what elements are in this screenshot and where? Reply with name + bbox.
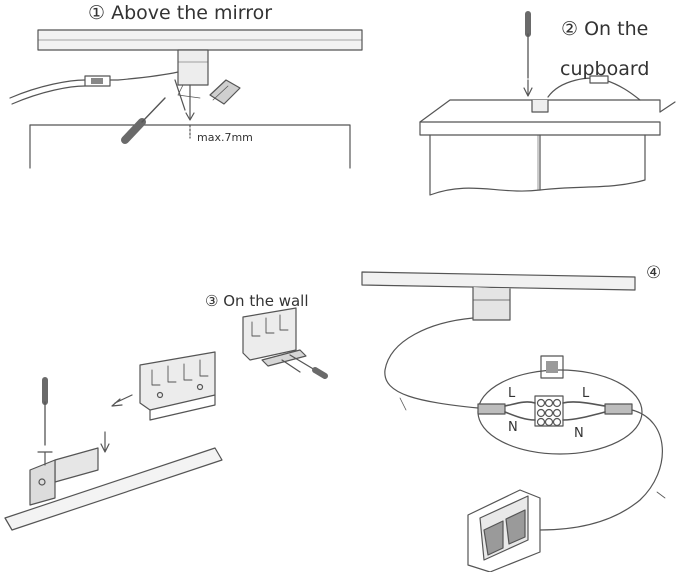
wire-1b [11, 85, 86, 105]
panel-wiring [361, 271, 666, 572]
step-2-label: ② On the [561, 18, 648, 40]
terminal-screw-3 [552, 398, 562, 408]
max-depth-note: max.7mm [197, 131, 253, 144]
box-icon-outer [540, 355, 564, 379]
step-4-number: ④ [646, 263, 662, 283]
arrow-3b [111, 394, 133, 407]
wire-n-right [562, 411, 606, 421]
wire-label-n-right: N [574, 426, 584, 441]
box-icon-inner [546, 361, 558, 373]
step-2-number: ② [561, 18, 579, 40]
terminal-block [534, 395, 564, 427]
cupboard-top-edge [419, 121, 661, 136]
step-1-text: Above the mirror [111, 2, 273, 24]
bracket-1 [177, 49, 209, 86]
step-3-number: ③ [205, 292, 219, 310]
plate-hole-1 [156, 391, 164, 399]
terminal-screw-2 [544, 398, 554, 408]
cabinet-body [429, 134, 646, 196]
wall-plate-1-lip [149, 394, 216, 421]
cable-right [604, 403, 633, 415]
terminal-screw-4 [536, 408, 546, 418]
cupboard-side [659, 101, 676, 113]
terminal-screw-6 [552, 408, 562, 418]
wall-plate-2 [242, 307, 297, 361]
cupboard-top-back [419, 99, 661, 123]
step-3-label: ③ On the wall [205, 292, 309, 310]
screwdriver-3b-shaft [289, 354, 316, 371]
connector-1-core [91, 78, 103, 84]
light-bar-3-end [4, 517, 13, 531]
clip-piece-line [212, 85, 229, 101]
wire-4-left [384, 317, 479, 409]
switch-rocker-left [483, 520, 504, 556]
step-2-text-line2: cupboard [560, 58, 650, 80]
wire-label-l-right: L [582, 386, 590, 401]
arrow-1b-head [185, 112, 195, 121]
panel-above-mirror [9, 29, 363, 169]
wire-4-right [539, 409, 663, 531]
panel-on-cupboard [419, 11, 676, 196]
cable-left [477, 403, 506, 415]
light-bar-4-edge [361, 284, 636, 291]
wall-plate-1 [139, 351, 216, 411]
arrow-3 [100, 431, 110, 453]
connector-2 [589, 75, 609, 84]
terminal-screw-7 [536, 417, 546, 427]
bracket-3 [54, 447, 99, 483]
wire-label-l-left: L [508, 386, 516, 401]
clip-piece [209, 79, 241, 105]
wall-plate-2-slots [251, 314, 289, 337]
screwdriver-1-shaft [141, 97, 166, 123]
switch-rocker-right [505, 509, 526, 545]
terminal-screw-9 [552, 417, 562, 427]
wire-tick-2 [656, 491, 666, 499]
screw-3 [37, 451, 53, 466]
plate-hole-2 [196, 383, 204, 391]
arrow-3c [281, 359, 301, 373]
arrow-1a [174, 79, 186, 111]
wire-l-right [562, 401, 606, 407]
screwdriver-1-handle [121, 118, 146, 144]
arrow-2-head [523, 87, 533, 97]
bracket-1-clip [177, 84, 201, 99]
step-3-text: On the wall [223, 292, 309, 310]
screw-hole-1 [38, 478, 46, 486]
wire-n-left [504, 411, 536, 421]
step-1-label: ① Above the mirror [88, 2, 272, 24]
bracket-2 [531, 99, 549, 113]
wall-plate-1-slots [151, 359, 209, 386]
terminal-screw-5 [544, 408, 554, 418]
terminal-screw-8 [544, 417, 554, 427]
screwdriver-3b-handle [312, 367, 328, 379]
cupboard-top-front [419, 121, 661, 136]
wire-label-n-left: N [508, 420, 518, 435]
panel-on-wall [4, 307, 328, 531]
wall-plate-2-lip [261, 349, 307, 367]
wire-l-left [504, 401, 536, 407]
step-2-text-line1: On the [584, 18, 649, 40]
step-1-number: ① [88, 2, 106, 24]
terminal-screw-1 [536, 398, 546, 408]
bracket-3-plate [29, 459, 56, 506]
bracket-4 [472, 286, 511, 321]
wire-tick [399, 397, 407, 411]
